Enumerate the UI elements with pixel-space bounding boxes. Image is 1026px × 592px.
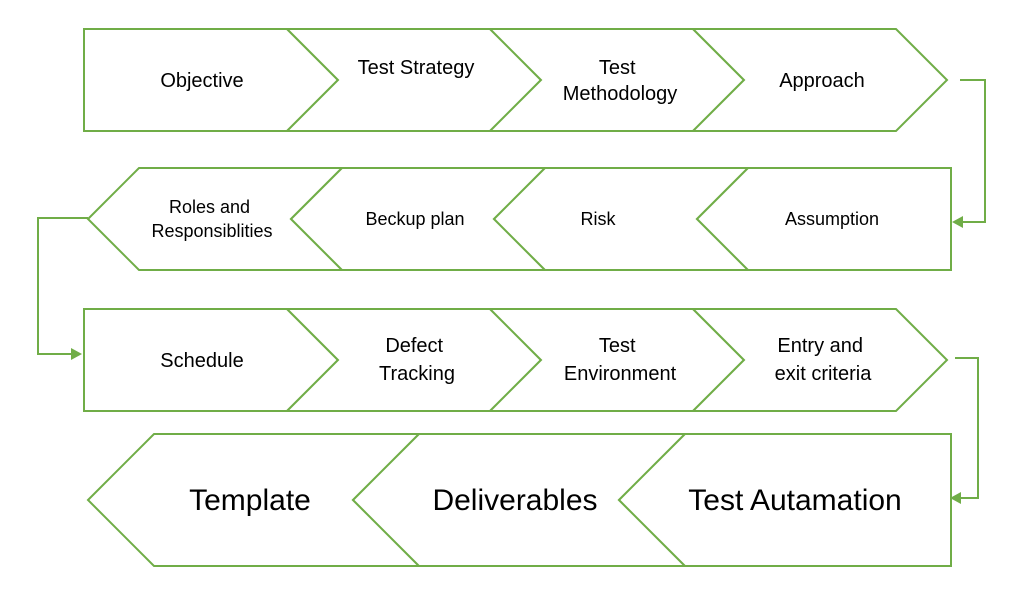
step-beckup-plan: Beckup plan bbox=[289, 167, 548, 271]
step-entry-and-exit-criteria: Entry and exit criteria bbox=[690, 308, 949, 412]
step-label: Test Methodology bbox=[563, 57, 678, 105]
row-1: Objective Test Strategy Test Methodology… bbox=[83, 28, 949, 132]
row-3: Schedule Defect Tracking Test Environmen… bbox=[83, 308, 949, 412]
step-label: Beckup plan bbox=[365, 209, 464, 229]
connector-line bbox=[37, 217, 88, 355]
step-assumption: Assumption bbox=[695, 167, 952, 271]
step-approach: Approach bbox=[690, 28, 949, 132]
step-label: Test Autamation bbox=[688, 484, 901, 517]
chevron-shape bbox=[690, 28, 949, 132]
connector-line bbox=[960, 79, 986, 223]
step-label: Test Strategy bbox=[358, 57, 475, 79]
step-label: Approach bbox=[779, 70, 865, 92]
step-test-automation: Test Autamation bbox=[617, 433, 952, 567]
step-roles-and-responsibilities: Roles and Responsiblities bbox=[86, 167, 345, 271]
row-4: Template Deliverables Test Autamation bbox=[86, 433, 952, 567]
step-objective: Objective bbox=[83, 28, 340, 132]
step-schedule: Schedule bbox=[83, 308, 340, 412]
step-label: Test Environment bbox=[564, 335, 677, 385]
step-label: Roles and Responsiblities bbox=[151, 197, 272, 241]
step-label: Assumption bbox=[785, 209, 879, 229]
step-test-environment: Test Environment bbox=[487, 308, 746, 412]
row-2: Roles and Responsiblities Beckup plan Ri… bbox=[86, 167, 952, 271]
chevron-shape bbox=[617, 433, 952, 567]
arrowhead-left-icon bbox=[952, 216, 963, 228]
step-label: Template bbox=[189, 484, 311, 517]
arrowhead-left-icon bbox=[950, 492, 961, 504]
step-template: Template bbox=[86, 433, 422, 567]
connector-row3-row4 bbox=[950, 357, 979, 504]
chevron-shape bbox=[690, 308, 949, 412]
step-label: Schedule bbox=[160, 350, 243, 372]
connector-row1-row2 bbox=[952, 79, 986, 228]
chevron-shape bbox=[695, 167, 952, 271]
step-test-methodology: Test Methodology bbox=[487, 28, 746, 132]
step-deliverables: Deliverables bbox=[351, 433, 688, 567]
step-label: Defect Tracking bbox=[379, 335, 455, 385]
step-label: Risk bbox=[581, 209, 617, 229]
step-label: Deliverables bbox=[432, 484, 597, 517]
connector-line bbox=[955, 357, 979, 499]
step-label: Objective bbox=[160, 70, 243, 92]
arrowhead-right-icon bbox=[71, 348, 82, 360]
connector-row2-row3 bbox=[37, 217, 88, 360]
step-label: Entry and exit criteria bbox=[775, 335, 873, 385]
